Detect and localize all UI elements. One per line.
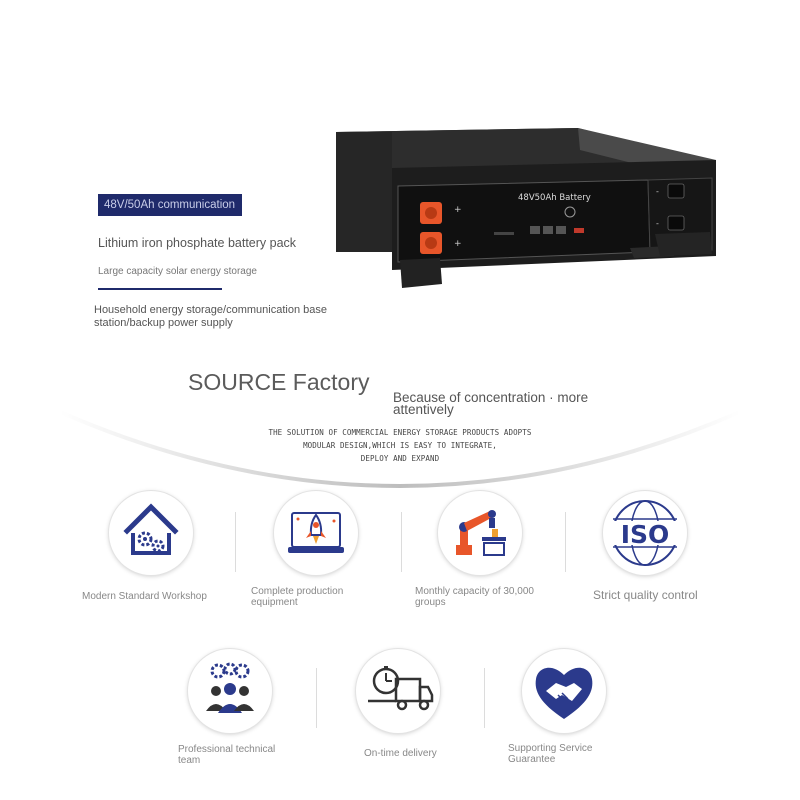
decorative-arc — [60, 410, 740, 488]
svg-text:-: - — [656, 219, 659, 228]
battery-pack-image: + + 48V50Ah Battery - - — [336, 128, 716, 288]
separator — [565, 512, 566, 572]
product-title: Lithium iron phosphate battery pack — [98, 236, 297, 250]
battery-label-text: 48V50Ah Battery — [518, 193, 591, 203]
product-applications: Household energy storage/communication b… — [94, 304, 327, 329]
robot-arm-icon — [438, 491, 522, 575]
svg-text:+: + — [454, 239, 462, 249]
production-equipment-icon — [274, 491, 358, 575]
separator — [484, 668, 485, 728]
svg-text:+: + — [454, 205, 462, 215]
feature-label: Monthly capacity of 30,000 groups — [415, 586, 534, 608]
factory-description: THE SOLUTION OF COMMERCIAL ENERGY STORAG… — [230, 426, 570, 465]
product-subtitle: Large capacity solar energy storage — [98, 266, 257, 277]
delivery-truck-icon — [356, 649, 440, 733]
feature-label: Complete production equipment — [251, 586, 344, 608]
iso-icon: ISO — [603, 491, 687, 575]
svg-text:-: - — [656, 187, 659, 196]
iso-text: ISO — [621, 520, 670, 549]
feature-label: On-time delivery — [364, 748, 437, 759]
description-line: DEPLOY AND EXPAND — [360, 454, 440, 463]
workshop-icon — [109, 491, 193, 575]
feature-label: Professional technical team — [178, 744, 276, 766]
factory-slogan: Because of concentration · more attentiv… — [393, 390, 589, 417]
separator — [401, 512, 402, 572]
divider-rule — [98, 288, 222, 290]
handshake-heart-icon — [522, 649, 606, 733]
description-line: THE SOLUTION OF COMMERCIAL ENERGY STORAG… — [268, 428, 532, 437]
team-icon — [188, 649, 272, 733]
separator — [316, 668, 317, 728]
description-line: MODULAR DESIGN,WHICH IS EASY TO INTEGRAT… — [303, 441, 497, 450]
product-tag-banner: 48V/50Ah communication — [98, 194, 242, 216]
separator — [235, 512, 236, 572]
feature-label: Modern Standard Workshop — [82, 591, 207, 602]
feature-label: Supporting Service Guarantee — [508, 743, 593, 765]
feature-label: Strict quality control — [593, 588, 698, 602]
factory-title: SOURCE Factory — [188, 369, 370, 395]
